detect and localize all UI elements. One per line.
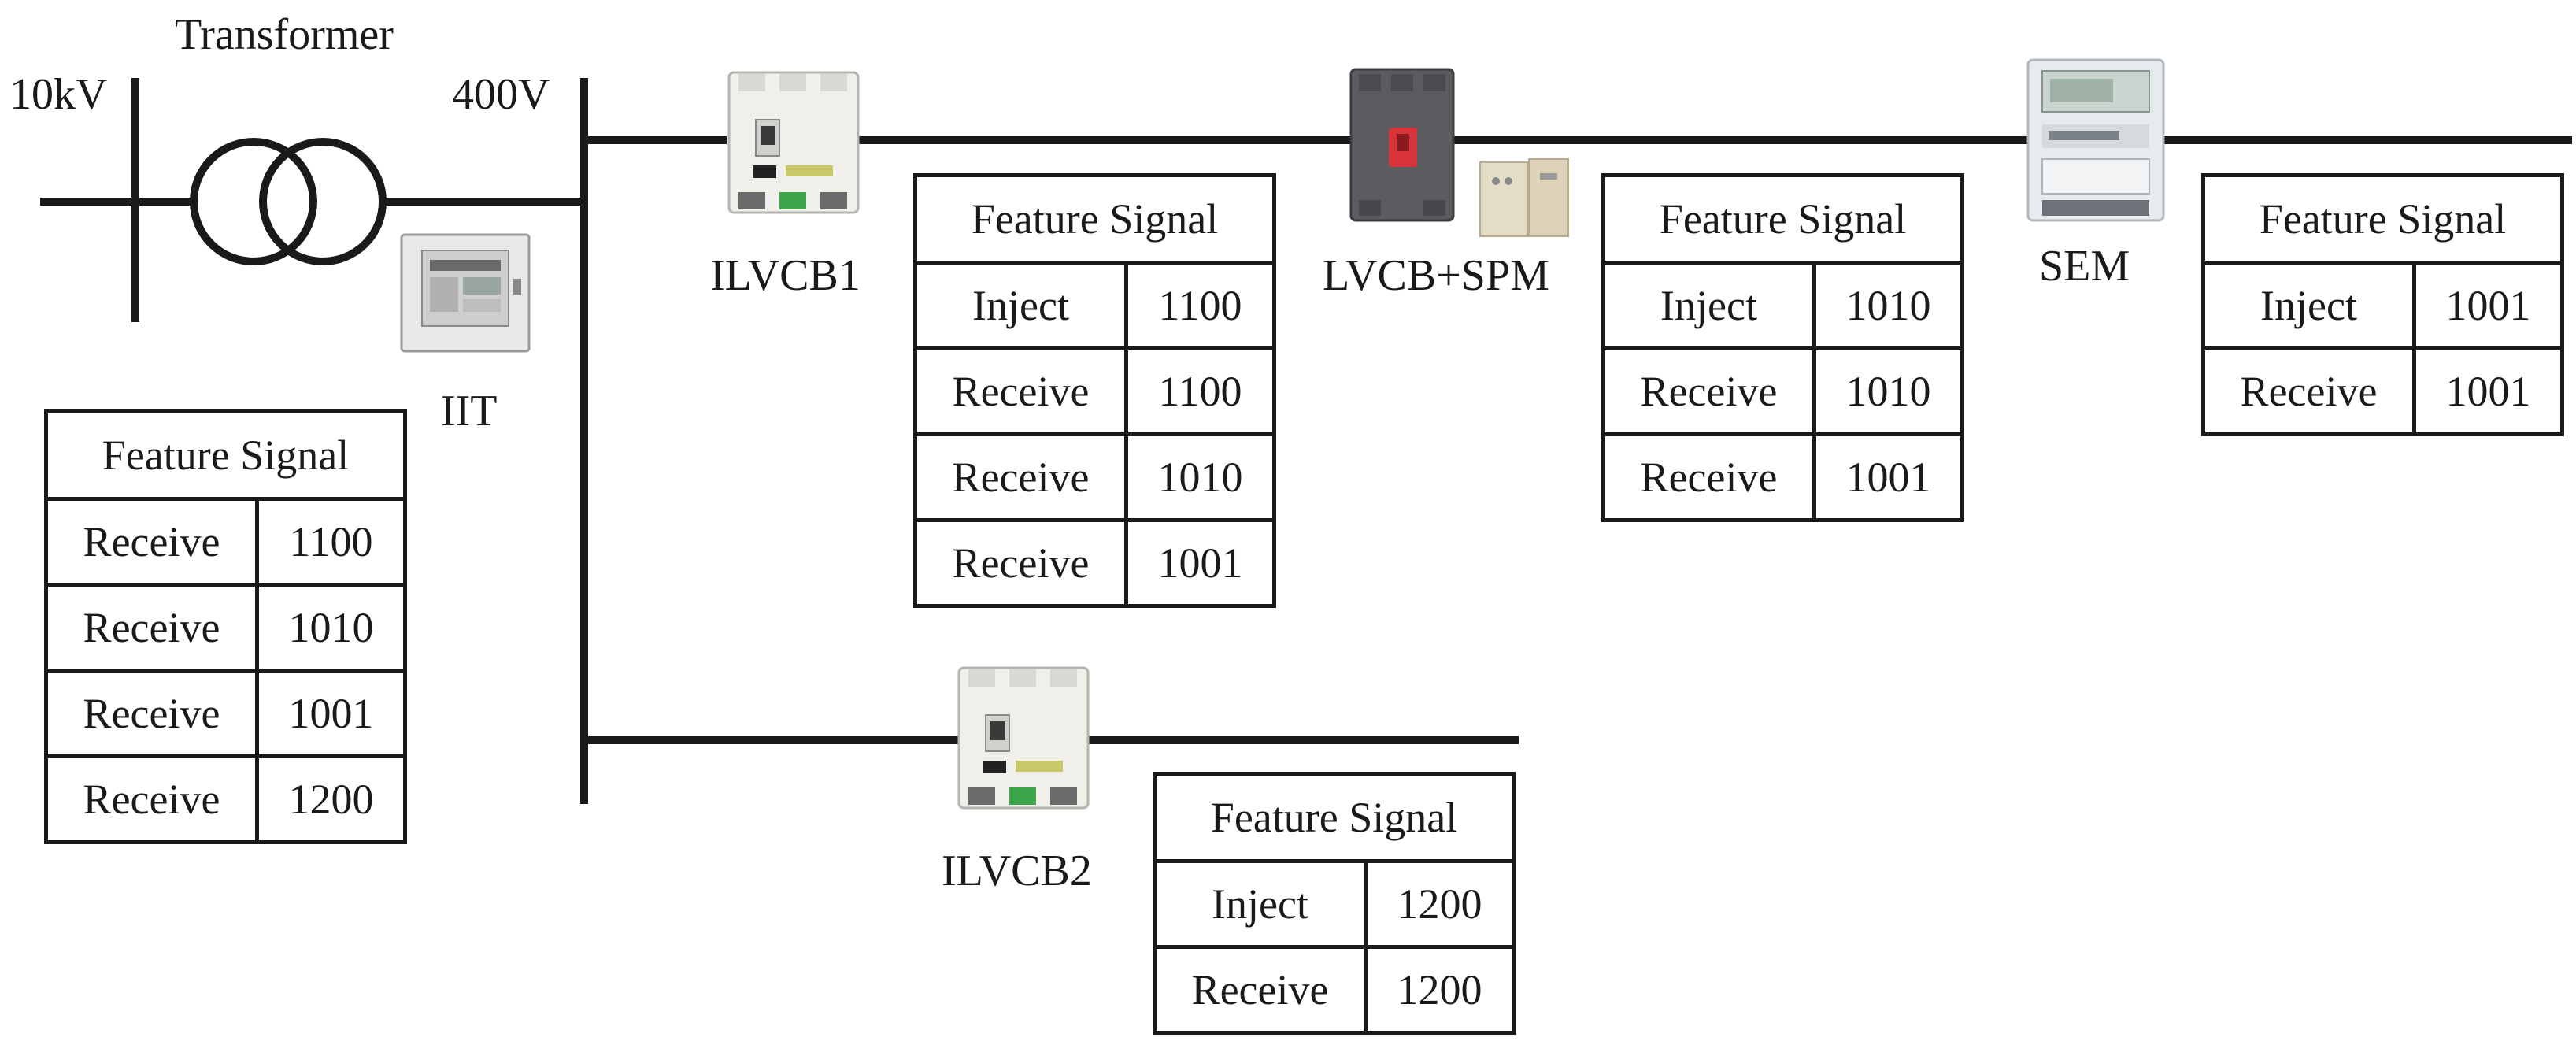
signal-action: Inject — [1601, 261, 1816, 350]
signal-action: Inject — [913, 261, 1128, 350]
signal-code: 1200 — [1364, 859, 1516, 949]
table-row: Receive 1001 — [2201, 346, 2564, 436]
table-row: Inject 1100 — [913, 261, 1276, 350]
signal-code: 1200 — [255, 754, 407, 844]
signal-table-ilvcb1: Feature Signal Inject 1100 Receive 1100 … — [913, 173, 1276, 608]
table-row: Inject 1200 — [1153, 859, 1516, 949]
signal-code: 1001 — [2412, 346, 2564, 436]
signal-code: 1010 — [255, 583, 407, 673]
table-header-row: Feature Signal — [2201, 173, 2564, 265]
transformer-symbol-icon — [190, 138, 387, 265]
transformer-label: Transformer — [175, 10, 394, 59]
signal-action: Receive — [44, 497, 259, 587]
signal-code: 1100 — [1124, 346, 1276, 436]
signal-action: Receive — [1153, 945, 1368, 1035]
device-label-lvcb-spm: LVCB+SPM — [1323, 251, 1549, 300]
intelligent-breaker-icon — [727, 71, 860, 214]
signal-code: 1010 — [1124, 432, 1276, 522]
signal-code: 1010 — [1812, 346, 1964, 436]
table-row: Inject 1010 — [1601, 261, 1964, 350]
device-label-ilvcb1: ILVCB1 — [710, 251, 861, 300]
table-header-row: Feature Signal — [44, 409, 407, 501]
table-row: Receive 1001 — [913, 518, 1276, 608]
device-label-sem: SEM — [2039, 242, 2130, 291]
signal-code: 1001 — [2412, 261, 2564, 350]
signal-action: Receive — [913, 518, 1128, 608]
signal-action: Inject — [2201, 261, 2416, 350]
table-row: Receive 1010 — [1601, 346, 1964, 436]
signal-action: Receive — [1601, 346, 1816, 436]
table-row: Receive 1200 — [1153, 945, 1516, 1035]
signal-action: Inject — [1153, 859, 1368, 949]
signal-code: 1001 — [255, 669, 407, 758]
table-header: Feature Signal — [44, 409, 407, 501]
signal-table-lvcb-spm: Feature Signal Inject 1010 Receive 1010 … — [1601, 173, 1964, 522]
table-header: Feature Signal — [2201, 173, 2564, 265]
device-label-iit: IIT — [441, 387, 498, 435]
table-row: Receive 1010 — [913, 432, 1276, 522]
signal-action: Receive — [44, 583, 259, 673]
table-row: Receive 1010 — [44, 583, 407, 673]
table-row: Receive 1200 — [44, 754, 407, 844]
signal-action: Receive — [44, 754, 259, 844]
table-row: Receive 1100 — [44, 497, 407, 587]
molded-case-breaker-icon — [1349, 68, 1455, 222]
table-header-row: Feature Signal — [1153, 772, 1516, 863]
table-header-row: Feature Signal — [913, 173, 1276, 265]
table-row: Receive 1001 — [44, 669, 407, 758]
table-header: Feature Signal — [913, 173, 1276, 265]
signal-table-ilvcb2: Feature Signal Inject 1200 Receive 1200 — [1153, 772, 1516, 1035]
signal-code: 1200 — [1364, 945, 1516, 1035]
table-row: Receive 1001 — [1601, 432, 1964, 522]
smart-energy-meter-icon — [2026, 58, 2165, 222]
signal-table-iit: Feature Signal Receive 1100 Receive 1010… — [44, 409, 407, 844]
signal-code: 1100 — [1124, 261, 1276, 350]
signal-action: Receive — [1601, 432, 1816, 522]
signal-action: Receive — [44, 669, 259, 758]
table-row: Receive 1100 — [913, 346, 1276, 436]
signal-action: Receive — [913, 346, 1128, 436]
table-row: Inject 1001 — [2201, 261, 2564, 350]
voltage-label-10kv: 10kV — [9, 70, 108, 119]
signal-action: Receive — [2201, 346, 2416, 436]
table-header-row: Feature Signal — [1601, 173, 1964, 265]
intelligent-breaker-icon — [957, 666, 1090, 810]
signal-code: 1100 — [255, 497, 407, 587]
signal-table-sem: Feature Signal Inject 1001 Receive 1001 — [2201, 173, 2564, 436]
voltage-label-400v: 400V — [452, 70, 550, 119]
signal-code: 1001 — [1812, 432, 1964, 522]
signal-code: 1001 — [1124, 518, 1276, 608]
table-header: Feature Signal — [1601, 173, 1964, 265]
device-label-ilvcb2: ILVCB2 — [942, 847, 1092, 895]
protection-module-icon — [1479, 158, 1569, 237]
table-header: Feature Signal — [1153, 772, 1516, 863]
signal-code: 1010 — [1812, 261, 1964, 350]
signal-action: Receive — [913, 432, 1128, 522]
iit-device-icon — [400, 233, 531, 353]
